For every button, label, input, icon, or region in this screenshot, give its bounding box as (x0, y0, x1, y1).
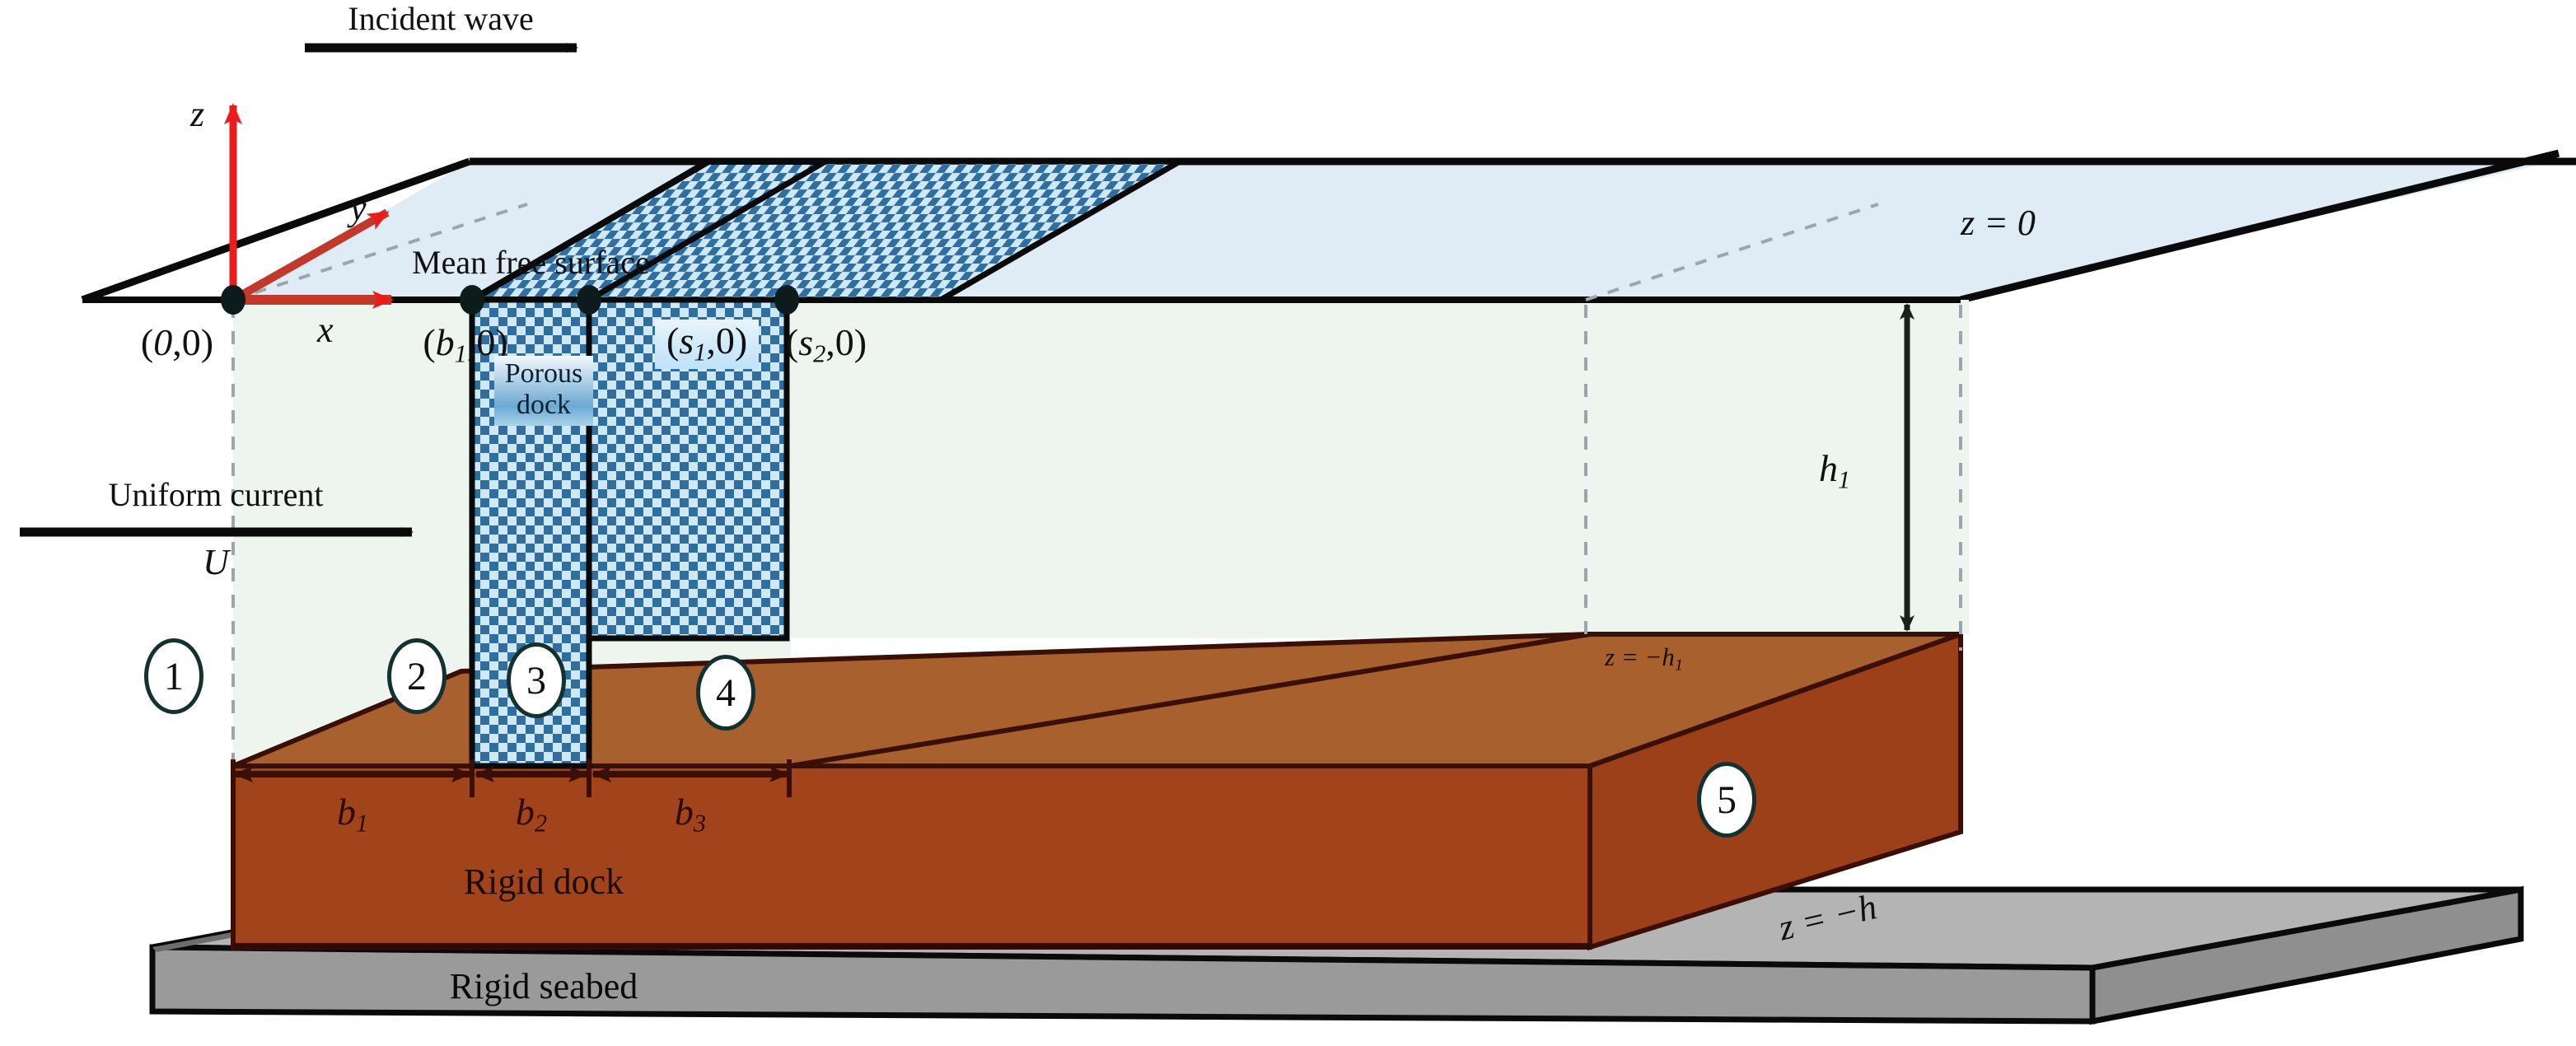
coord-open: ( (666, 320, 680, 362)
mean-free-surface-plane (81, 149, 2576, 304)
porous-dock-plate: Porous dock (494, 356, 593, 426)
dashed-guides (231, 305, 1962, 766)
porous-dock-label-line2: dock (516, 390, 572, 420)
region-marker-3: 3 (507, 642, 566, 718)
coord-rest: ,0) (706, 320, 748, 362)
region-marker-5: 5 (1697, 762, 1756, 838)
porous-dock (460, 158, 1191, 769)
region-marker-1: 1 (144, 638, 203, 714)
coord-sym: s (679, 320, 694, 362)
coordinate-s1-label: (s1,0) (666, 321, 747, 366)
region-marker-2: 2 (387, 638, 446, 714)
waterline-nodes (221, 285, 799, 315)
region-marker-4: 4 (696, 655, 755, 731)
coordinate-s1-plate: (s1,0) (655, 320, 760, 370)
porous-dock-label-line1: Porous (504, 358, 583, 389)
b-dimension-arrows (231, 759, 792, 797)
coord-sub: 1 (694, 338, 707, 367)
coordinate-axes (224, 103, 394, 309)
